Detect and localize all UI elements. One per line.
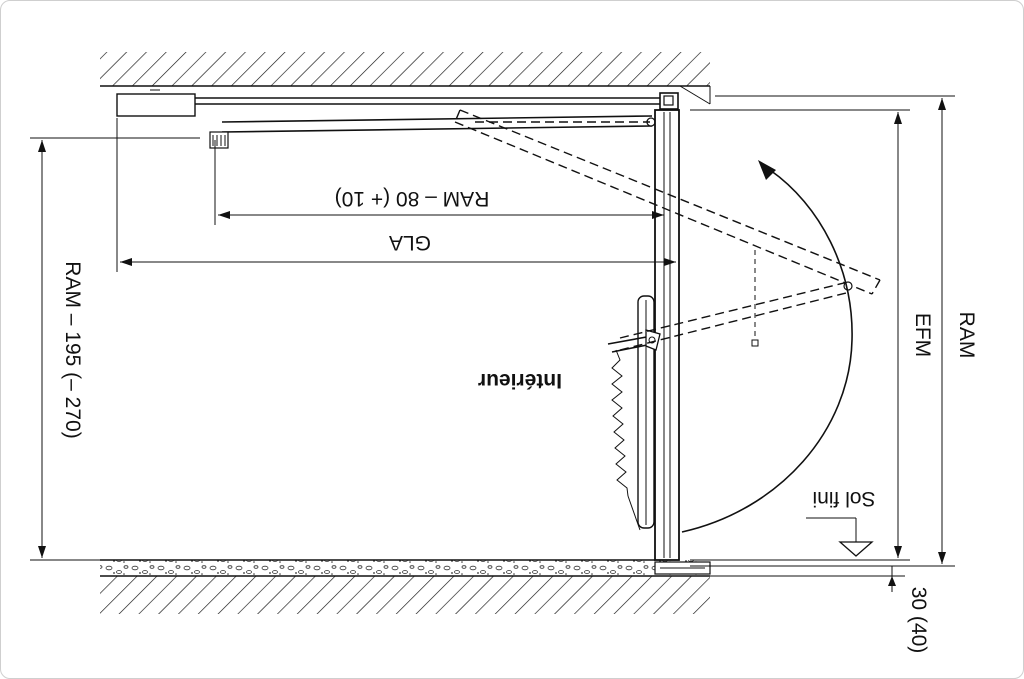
label-ram: RAM <box>955 312 978 359</box>
label-sol-fini: Sol fini <box>812 487 875 510</box>
dim-ram-195 <box>30 137 200 561</box>
finished-floor-marker <box>806 517 874 557</box>
label-30-40: 30 (40) <box>907 587 930 654</box>
label-ram-195: RAM – 195 (– 270) <box>61 261 84 438</box>
label-interieur: Intérieur <box>478 369 562 392</box>
dim-efm <box>690 109 910 561</box>
dim-ram <box>690 95 955 567</box>
motor-rail <box>116 89 679 117</box>
label-efm: EFM <box>911 313 934 357</box>
drive-arm <box>209 115 656 149</box>
dim-ram-80 <box>214 140 664 225</box>
dim-gla <box>116 118 676 272</box>
dim-30-40 <box>710 566 905 592</box>
door-open-positions <box>454 109 881 351</box>
ceiling-wall <box>100 52 711 105</box>
floor-slab <box>100 559 711 614</box>
counterweight-spring <box>611 349 641 531</box>
label-ram-80: RAM – 80 (+ 10) <box>335 187 490 210</box>
label-gla: GLA <box>389 231 431 254</box>
opening-arc <box>681 160 853 533</box>
lower-arm <box>607 329 661 353</box>
